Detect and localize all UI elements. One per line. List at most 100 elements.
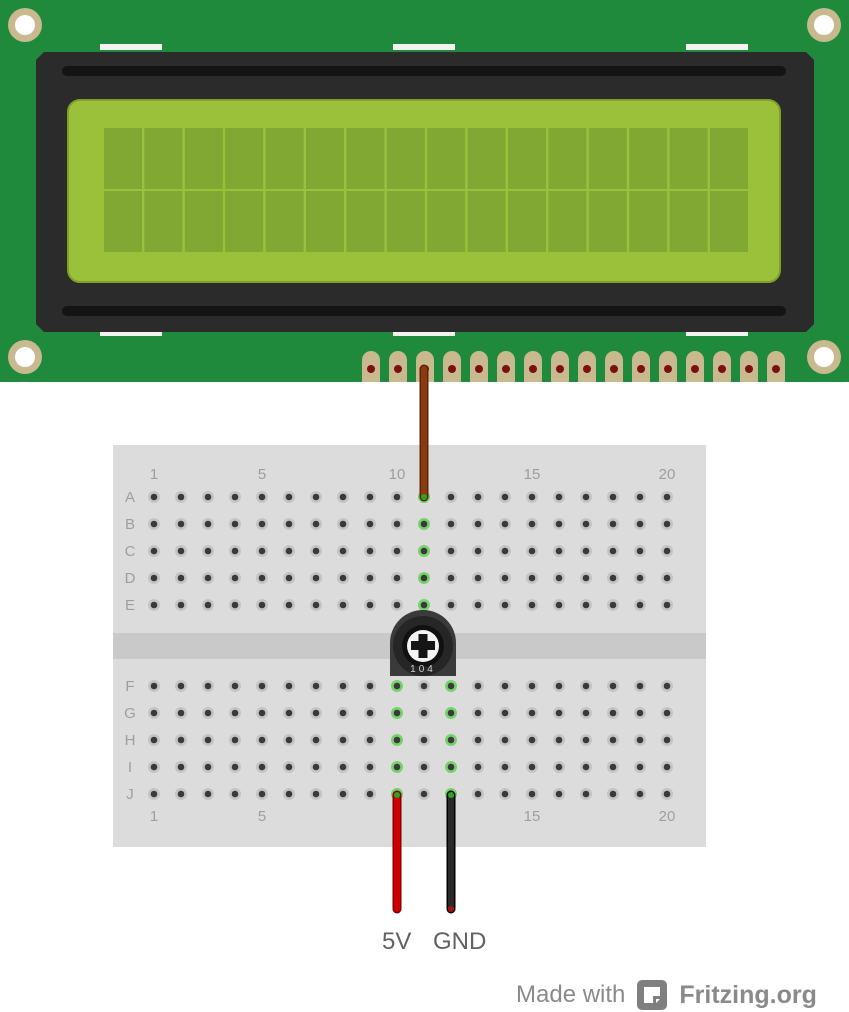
breadboard-hole[interactable] xyxy=(661,572,673,584)
breadboard-hole[interactable] xyxy=(661,788,673,800)
breadboard-hole[interactable] xyxy=(364,761,376,773)
breadboard-hole[interactable] xyxy=(148,545,160,557)
breadboard-hole[interactable] xyxy=(634,545,646,557)
breadboard-hole[interactable] xyxy=(391,599,403,611)
breadboard-hole[interactable] xyxy=(526,761,538,773)
breadboard-hole[interactable] xyxy=(175,680,187,692)
breadboard-hole[interactable] xyxy=(391,491,403,503)
breadboard-hole[interactable] xyxy=(148,491,160,503)
breadboard-hole[interactable] xyxy=(661,599,673,611)
breadboard-hole[interactable] xyxy=(418,518,430,530)
breadboard-hole[interactable] xyxy=(364,599,376,611)
breadboard-hole[interactable] xyxy=(634,680,646,692)
breadboard-hole[interactable] xyxy=(310,599,322,611)
breadboard-hole[interactable] xyxy=(499,761,511,773)
breadboard-hole[interactable] xyxy=(256,707,268,719)
breadboard-hole[interactable] xyxy=(202,761,214,773)
breadboard-hole[interactable] xyxy=(256,680,268,692)
breadboard-hole[interactable] xyxy=(553,518,565,530)
breadboard-hole[interactable] xyxy=(283,518,295,530)
breadboard-hole[interactable] xyxy=(418,599,430,611)
breadboard-hole[interactable] xyxy=(661,518,673,530)
breadboard-hole[interactable] xyxy=(310,545,322,557)
breadboard-hole[interactable] xyxy=(445,599,457,611)
breadboard-hole[interactable] xyxy=(445,572,457,584)
breadboard-hole[interactable] xyxy=(175,572,187,584)
breadboard-hole[interactable] xyxy=(499,788,511,800)
breadboard-hole[interactable] xyxy=(364,707,376,719)
breadboard-hole[interactable] xyxy=(526,491,538,503)
breadboard-hole[interactable] xyxy=(310,734,322,746)
breadboard-hole[interactable] xyxy=(580,545,592,557)
breadboard-hole[interactable] xyxy=(256,572,268,584)
breadboard-hole[interactable] xyxy=(229,734,241,746)
breadboard-hole[interactable] xyxy=(661,545,673,557)
breadboard-hole[interactable] xyxy=(148,572,160,584)
breadboard-hole[interactable] xyxy=(472,680,484,692)
breadboard-hole[interactable] xyxy=(256,491,268,503)
breadboard-hole[interactable] xyxy=(580,707,592,719)
breadboard-hole[interactable] xyxy=(634,734,646,746)
breadboard-hole[interactable] xyxy=(364,734,376,746)
breadboard-hole[interactable] xyxy=(472,599,484,611)
breadboard-hole[interactable] xyxy=(283,491,295,503)
breadboard-hole[interactable] xyxy=(364,788,376,800)
breadboard-hole[interactable] xyxy=(175,491,187,503)
breadboard-hole[interactable] xyxy=(256,545,268,557)
breadboard-hole[interactable] xyxy=(526,788,538,800)
breadboard-hole[interactable] xyxy=(661,680,673,692)
breadboard-hole[interactable] xyxy=(499,572,511,584)
breadboard-hole[interactable] xyxy=(607,518,619,530)
breadboard-hole[interactable] xyxy=(202,572,214,584)
breadboard-hole[interactable] xyxy=(634,572,646,584)
breadboard-hole[interactable] xyxy=(526,572,538,584)
breadboard-hole[interactable] xyxy=(472,707,484,719)
breadboard-hole[interactable] xyxy=(607,707,619,719)
breadboard-hole[interactable] xyxy=(337,518,349,530)
breadboard-hole[interactable] xyxy=(148,518,160,530)
breadboard-hole[interactable] xyxy=(526,680,538,692)
breadboard-hole[interactable] xyxy=(526,734,538,746)
breadboard-hole[interactable] xyxy=(148,680,160,692)
breadboard-hole[interactable] xyxy=(310,491,322,503)
breadboard-hole[interactable] xyxy=(229,545,241,557)
breadboard-hole[interactable] xyxy=(283,707,295,719)
breadboard-hole[interactable] xyxy=(607,680,619,692)
breadboard-hole[interactable] xyxy=(175,518,187,530)
breadboard-hole[interactable] xyxy=(337,572,349,584)
breadboard-hole[interactable] xyxy=(256,788,268,800)
breadboard-hole[interactable] xyxy=(364,680,376,692)
breadboard-hole[interactable] xyxy=(499,518,511,530)
breadboard-hole[interactable] xyxy=(310,761,322,773)
breadboard-hole[interactable] xyxy=(418,545,430,557)
breadboard-hole[interactable] xyxy=(229,680,241,692)
breadboard-hole[interactable] xyxy=(499,734,511,746)
breadboard-hole[interactable] xyxy=(229,572,241,584)
breadboard-hole[interactable] xyxy=(337,734,349,746)
breadboard-hole[interactable] xyxy=(175,734,187,746)
breadboard-hole[interactable] xyxy=(472,491,484,503)
breadboard-hole[interactable] xyxy=(634,707,646,719)
breadboard-hole[interactable] xyxy=(391,518,403,530)
breadboard-hole[interactable] xyxy=(229,599,241,611)
breadboard-hole[interactable] xyxy=(553,599,565,611)
breadboard-hole[interactable] xyxy=(553,734,565,746)
breadboard-hole[interactable] xyxy=(283,761,295,773)
breadboard-hole[interactable] xyxy=(175,545,187,557)
breadboard-hole[interactable] xyxy=(445,734,457,746)
breadboard-hole[interactable] xyxy=(634,491,646,503)
breadboard-hole[interactable] xyxy=(580,680,592,692)
breadboard-hole[interactable] xyxy=(202,518,214,530)
breadboard-hole[interactable] xyxy=(526,518,538,530)
breadboard-hole[interactable] xyxy=(418,788,430,800)
breadboard-hole[interactable] xyxy=(310,572,322,584)
breadboard-hole[interactable] xyxy=(499,599,511,611)
breadboard-hole[interactable] xyxy=(364,572,376,584)
breadboard-hole[interactable] xyxy=(580,491,592,503)
breadboard-hole[interactable] xyxy=(553,572,565,584)
breadboard-hole[interactable] xyxy=(337,680,349,692)
breadboard-hole[interactable] xyxy=(310,518,322,530)
breadboard-hole[interactable] xyxy=(283,734,295,746)
breadboard-hole[interactable] xyxy=(310,788,322,800)
breadboard-hole[interactable] xyxy=(391,680,403,692)
